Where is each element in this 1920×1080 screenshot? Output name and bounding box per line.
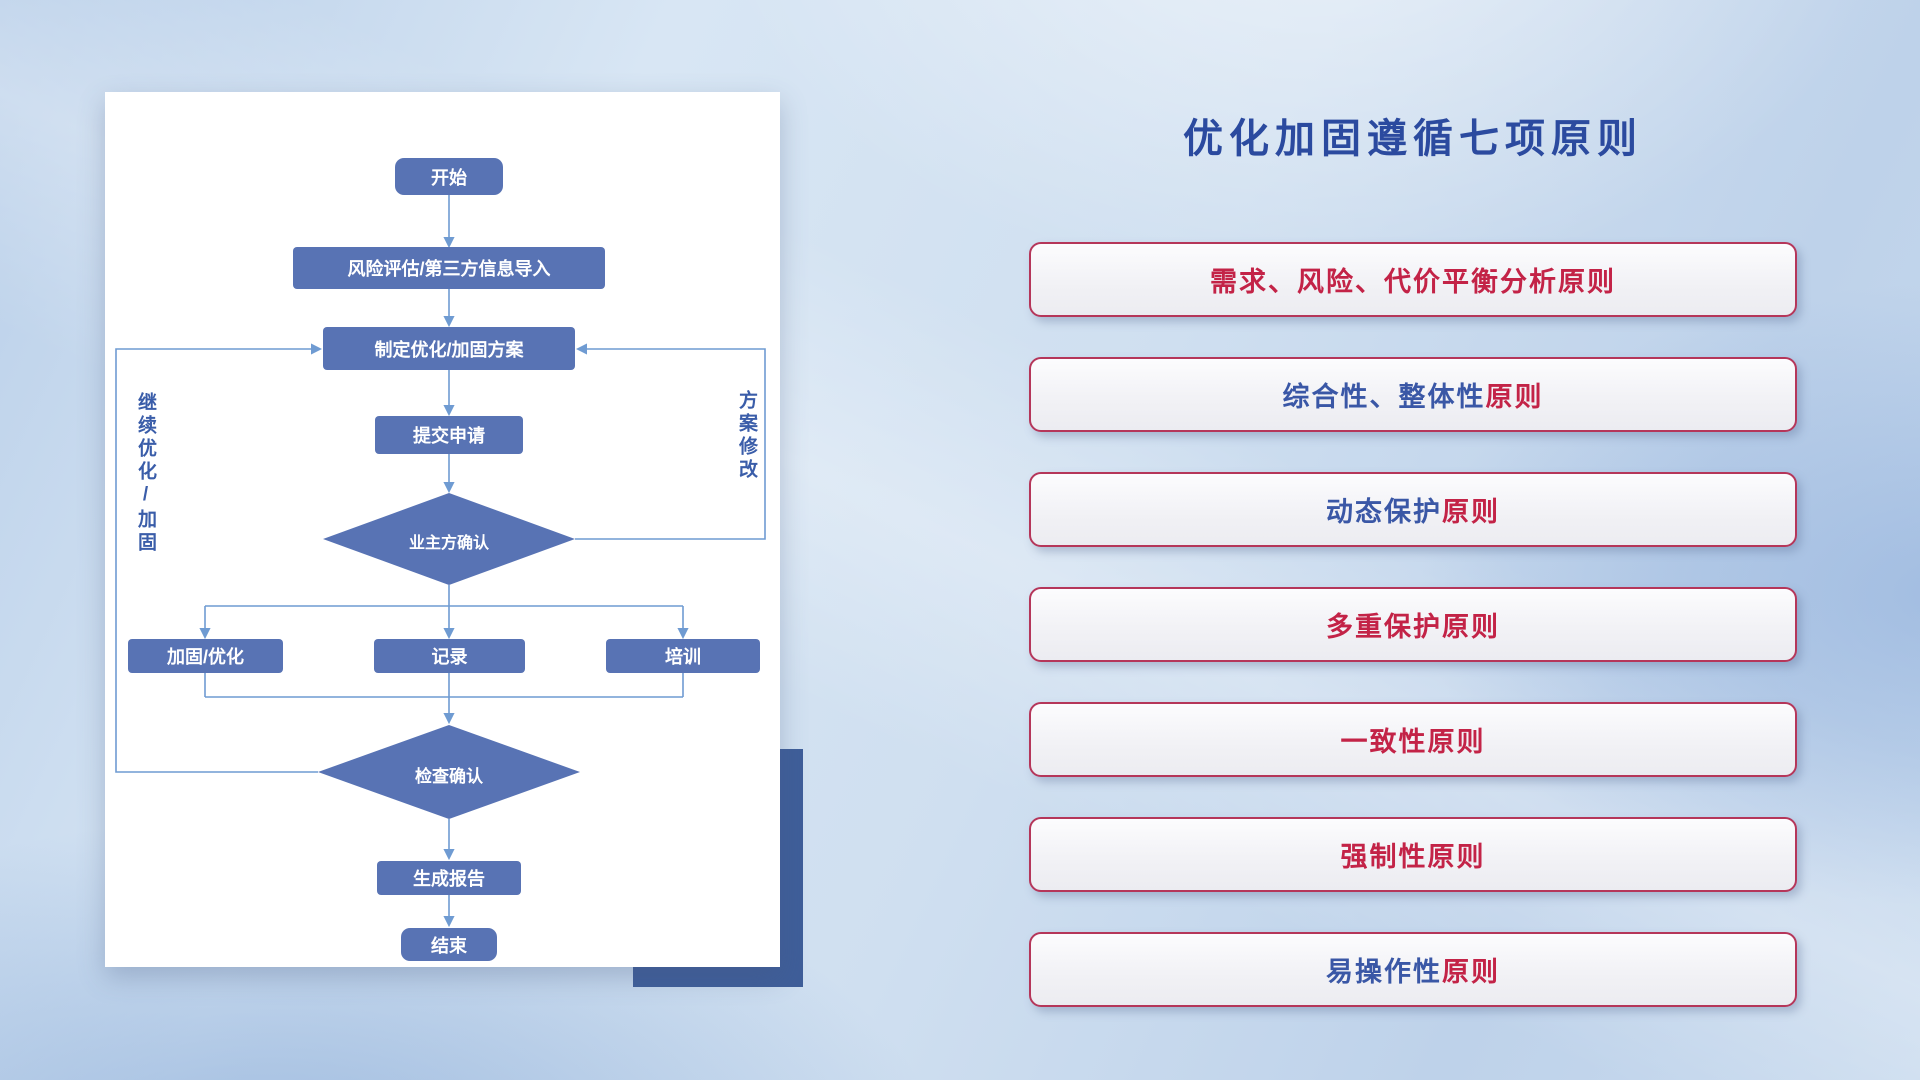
principles-panel: 优化加固遵循七项原则 需求、风险、代价平衡分析原则 综合性、整体性原则 动态保护…	[1029, 0, 1797, 1080]
principle-box: 强制性原则	[1029, 817, 1797, 892]
flow-diamond-check-confirm	[318, 725, 580, 819]
flowchart-card: 开始 风险评估/第三方信息导入 制定优化/加固方案 提交申请 业主方确认 加固/…	[105, 92, 780, 967]
flow-node-make-plan: 制定优化/加固方案	[323, 327, 575, 370]
flow-node-risk-import: 风险评估/第三方信息导入	[293, 247, 605, 289]
flow-node-record: 记录	[374, 639, 525, 673]
principle-suffix: 原则	[1485, 382, 1544, 412]
flow-diamond-owner-confirm	[323, 493, 575, 585]
principle-suffix: 原则	[1427, 842, 1486, 872]
principle-suffix: 原则	[1442, 957, 1500, 987]
principle-text: 一致性	[1340, 727, 1428, 757]
flow-label-plan-modify: 方案修改	[736, 390, 757, 482]
flow-plain-lines	[204, 585, 684, 698]
principles-list: 需求、风险、代价平衡分析原则 综合性、整体性原则 动态保护原则 多重保护原则 一…	[1029, 242, 1797, 1007]
flow-node-submit: 提交申请	[375, 416, 523, 454]
principle-text: 动态保护	[1326, 497, 1442, 527]
flow-node-start: 开始	[395, 158, 503, 195]
arrow-loop-plan-modify	[575, 343, 766, 540]
principle-box: 综合性、整体性原则	[1029, 357, 1797, 432]
flow-node-reinforce: 加固/优化	[128, 639, 283, 673]
principle-text: 综合性、整体性	[1282, 382, 1486, 412]
principle-text: 强制性	[1340, 842, 1428, 872]
flow-node-check-confirm-label: 检查确认	[415, 767, 483, 786]
principle-text: 易操作性	[1326, 957, 1442, 987]
principle-suffix: 原则	[1427, 727, 1486, 757]
flow-node-training: 培训	[606, 639, 760, 673]
principle-box: 需求、风险、代价平衡分析原则	[1029, 242, 1797, 317]
principle-suffix: 原则	[1442, 612, 1500, 642]
flow-node-owner-confirm-label: 业主方确认	[408, 535, 489, 552]
flow-node-end: 结束	[401, 928, 497, 961]
principle-box: 易操作性原则	[1029, 932, 1797, 1007]
page-title: 优化加固遵循七项原则	[1183, 117, 1643, 161]
principle-text: 需求、风险、代价平衡分析	[1210, 267, 1558, 297]
flow-node-report: 生成报告	[377, 861, 521, 895]
principle-box: 动态保护原则	[1029, 472, 1797, 547]
arrow-loop-continue-optimize	[115, 343, 323, 773]
principle-box: 一致性原则	[1029, 702, 1797, 777]
principle-suffix: 原则	[1442, 497, 1500, 527]
principle-suffix: 原则	[1558, 267, 1616, 297]
flowchart-connectors	[115, 195, 766, 928]
principle-box: 多重保护原则	[1029, 587, 1797, 662]
flow-label-continue-optimize: 继续优化/加固	[135, 392, 156, 555]
principle-text: 多重保护	[1326, 612, 1442, 642]
